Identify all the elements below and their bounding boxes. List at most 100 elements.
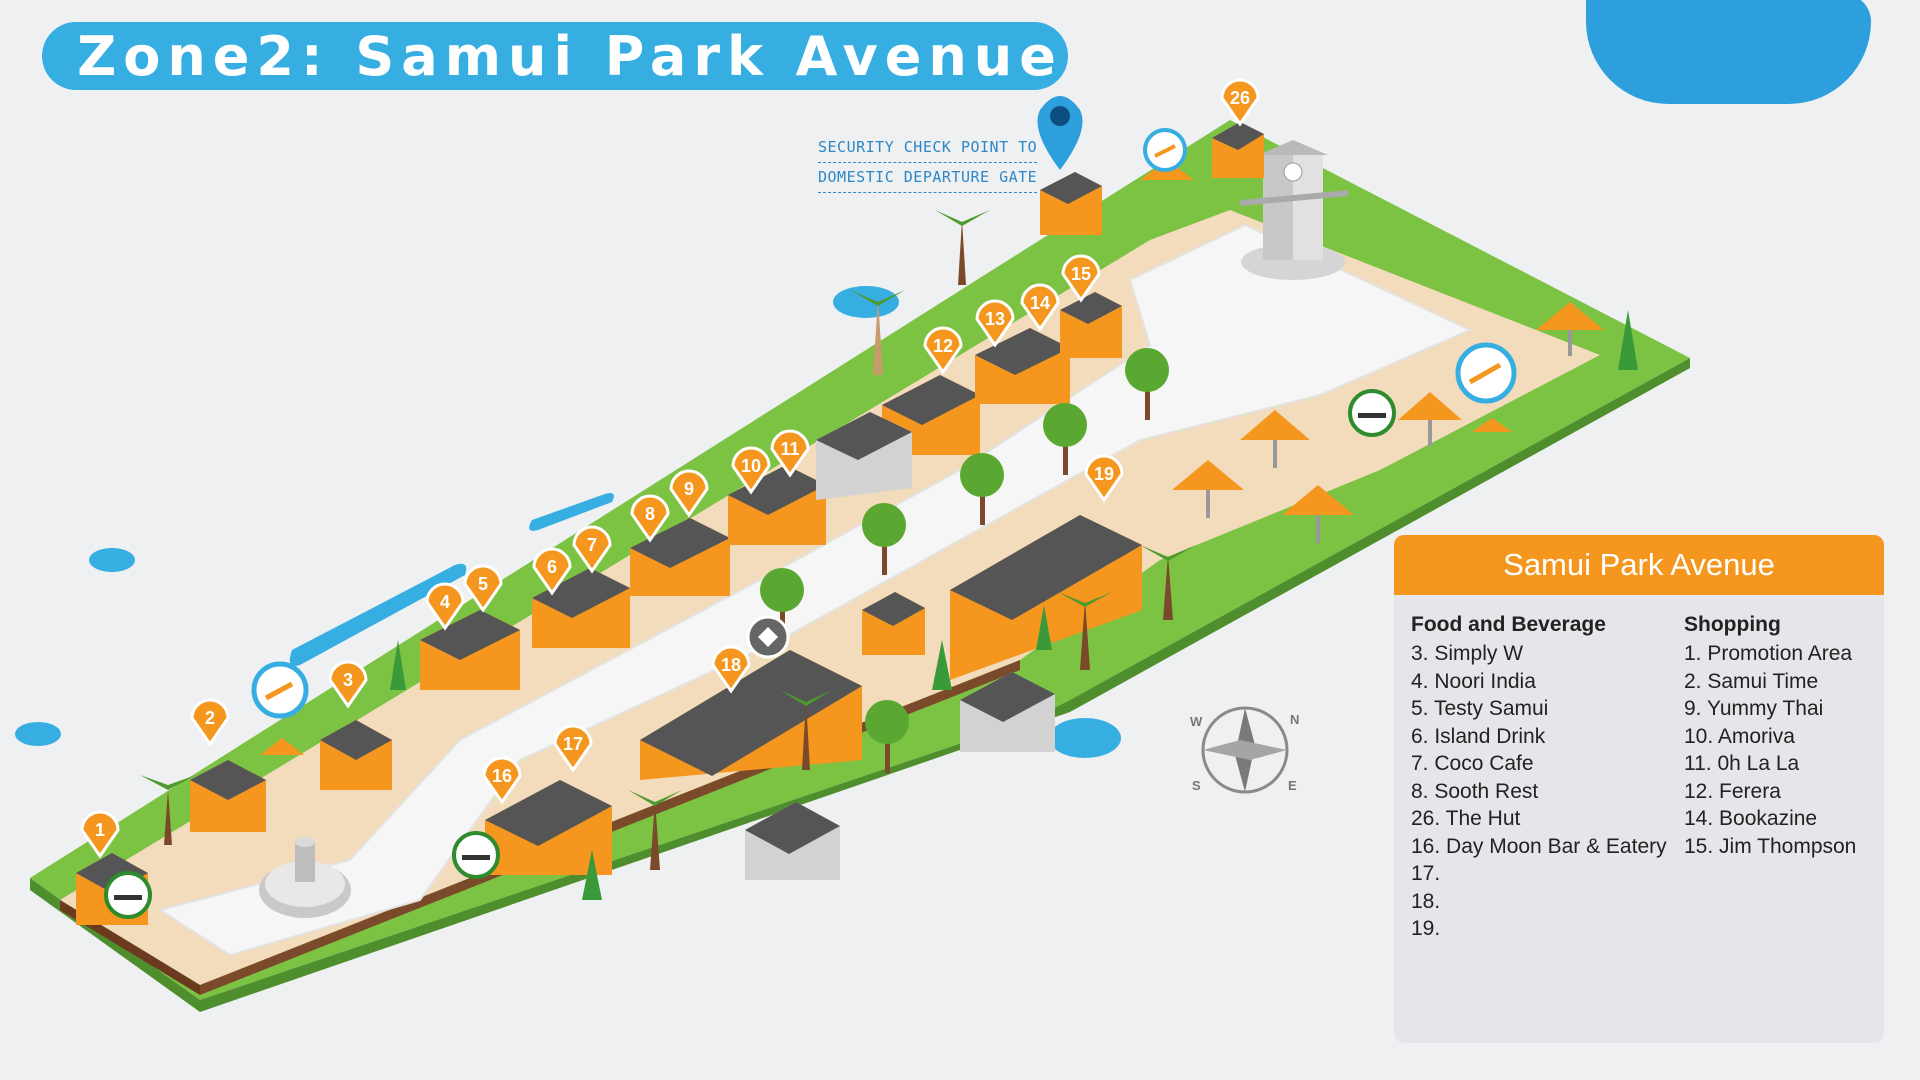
sun-lounger-icon [251, 661, 309, 719]
shop-15 [1060, 292, 1122, 358]
clock-tower-icon [1240, 140, 1348, 280]
marker-number: 10 [741, 456, 761, 476]
tree-icon [582, 850, 602, 900]
map-pin-icon [1020, 283, 1060, 332]
food-item: 26. The Hut [1411, 807, 1521, 830]
umbrella-icon [260, 738, 304, 755]
palm-tree-icon [935, 210, 990, 285]
marker-11[interactable]: 11 [770, 429, 810, 478]
kiosk [862, 592, 925, 655]
tree-icon [862, 503, 906, 575]
shopping-item: 2. Samui Time [1684, 669, 1819, 693]
marker-3[interactable]: 3 [328, 660, 368, 709]
marker-4[interactable]: 4 [425, 582, 465, 631]
marker-15[interactable]: 15 [1061, 254, 1101, 303]
shopping-item: 12. Ferera [1684, 779, 1781, 803]
map-pin-icon [190, 698, 230, 747]
marker-16[interactable]: 16 [482, 756, 522, 805]
marker-number: 18 [721, 655, 741, 675]
marker-9[interactable]: 9 [669, 469, 709, 518]
event-area-icon [746, 615, 790, 659]
page-title: Zone2: Samui Park Avenue [77, 24, 1063, 88]
marker-number: 14 [1030, 293, 1050, 313]
shopping-item: 1. Promotion Area [1684, 642, 1853, 665]
map-pin-icon [80, 810, 120, 859]
tree-icon [390, 640, 406, 690]
marker-number: 8 [645, 504, 655, 524]
security-label-line1: SECURITY CHECK POINT TO [818, 133, 1038, 163]
palm-trees [140, 210, 1196, 870]
restrooms [745, 412, 1055, 880]
map-pin-icon [328, 660, 368, 709]
marker-17[interactable]: 17 [553, 724, 593, 773]
marker-7[interactable]: 7 [572, 525, 612, 574]
shop-8-9 [630, 518, 730, 596]
marker-8[interactable]: 8 [630, 494, 670, 543]
shopping-item: 15. Jim Thompson [1684, 834, 1857, 858]
marker-number: 17 [563, 734, 583, 754]
map-pin-icon [669, 469, 709, 518]
umbrella-icon [1536, 302, 1604, 356]
marker-number: 4 [440, 592, 450, 612]
tree-icon [1036, 605, 1052, 650]
map-pin-icon [463, 564, 503, 613]
marker-26[interactable]: 26 [1220, 78, 1260, 127]
marker-10[interactable]: 10 [731, 446, 771, 495]
marker-2[interactable]: 2 [190, 698, 230, 747]
food-item: 7. Coco Cafe [1411, 752, 1534, 775]
marker-19[interactable]: 19 [1084, 454, 1124, 503]
marker-6[interactable]: 6 [532, 547, 572, 596]
map-pin-icon [711, 645, 751, 694]
shop-buildings [76, 122, 1264, 925]
food-item: 6. Island Drink [1411, 724, 1546, 748]
map-pin-icon [425, 582, 465, 631]
shop-26 [1212, 122, 1264, 178]
compass-s: S [1192, 778, 1201, 793]
restroom-icon [960, 672, 1055, 752]
fountain [259, 837, 351, 918]
umbrella-icon [1172, 460, 1244, 518]
umbrella-icon [1398, 392, 1462, 446]
restroom-icon [745, 802, 840, 880]
trees [390, 310, 1638, 900]
umbrella-icon [1240, 410, 1310, 468]
corner-decoration [1586, 0, 1871, 104]
food-item: 18. [1411, 889, 1441, 913]
compass-icon: N E S W [1190, 706, 1299, 794]
palm-tree-icon [140, 775, 196, 845]
marker-14[interactable]: 14 [1020, 283, 1060, 332]
shop-13-14 [975, 328, 1070, 404]
marker-number: 26 [1230, 88, 1250, 108]
tree-icon [932, 640, 952, 690]
sun-lounger-icon [1143, 128, 1187, 172]
tree-icon [1043, 403, 1087, 475]
marker-number: 9 [684, 479, 694, 499]
map-pin-icon [1061, 254, 1101, 303]
map-pin-icon [482, 756, 522, 805]
marker-13[interactable]: 13 [975, 299, 1015, 348]
marker-12[interactable]: 12 [923, 326, 963, 375]
marker-number: 2 [205, 708, 215, 728]
tree-icon [865, 700, 909, 773]
marker-18[interactable]: 18 [711, 645, 751, 694]
food-item: 3. Simply W [1411, 642, 1524, 665]
security-label-line2: DOMESTIC DEPARTURE GATE [818, 163, 1038, 193]
map-pin-icon [1084, 454, 1124, 503]
food-item: 4. Noori India [1411, 669, 1536, 693]
map-pin-icon [553, 724, 593, 773]
marker-1[interactable]: 1 [80, 810, 120, 859]
tree-icon [1125, 348, 1169, 420]
food-item: 16. Day Moon Bar & Eatery [1411, 834, 1667, 858]
smoking-area-icon [1348, 389, 1396, 437]
food-item: 8. Sooth Rest [1411, 779, 1539, 803]
smoking-area-icon [104, 871, 152, 919]
shop-19 [950, 515, 1142, 680]
marker-5[interactable]: 5 [463, 564, 503, 613]
marker-number: 16 [492, 766, 512, 786]
umbrella-icon [1472, 418, 1512, 432]
